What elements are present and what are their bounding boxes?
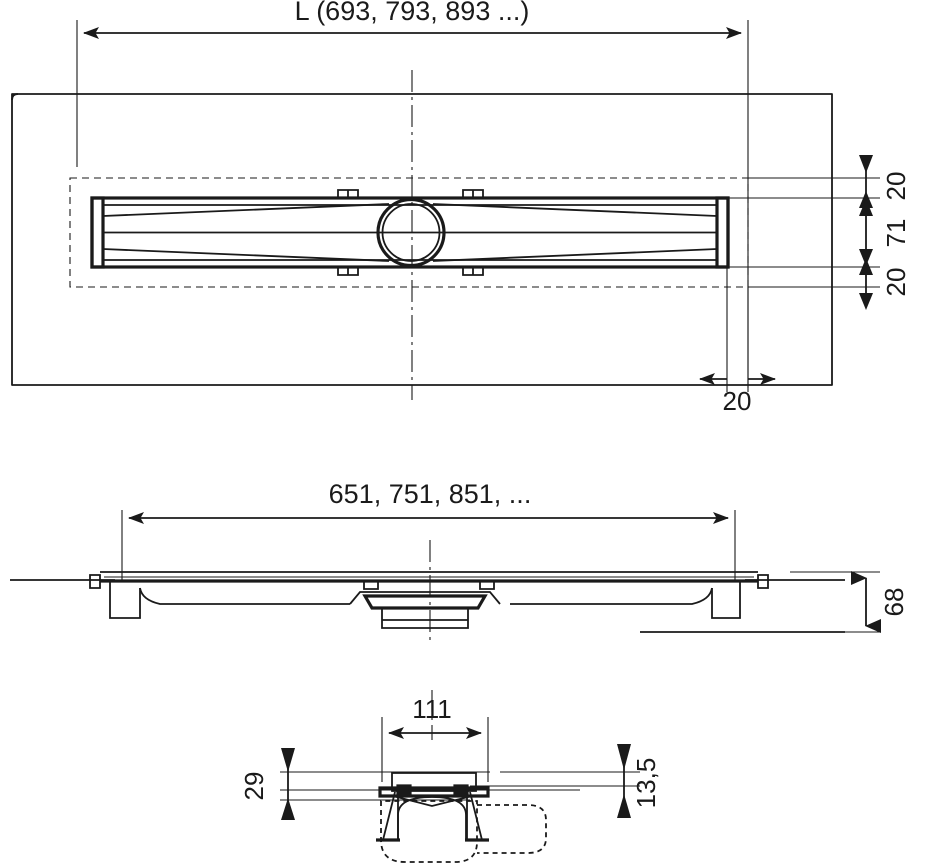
dim-label-end-offset: 20 [723,386,752,416]
sump-outlet-body [381,608,469,629]
hidden-outlet-spigot [477,804,547,854]
arrow-71-upper [859,199,873,216]
section-frame-bar [378,786,490,798]
arrow-29-top [281,748,295,772]
dim-label-13-5: 13,5 [631,758,661,809]
dim-overall-length: L (693, 793, 893 ...) [76,0,749,388]
dim-end-offset: 20 [699,267,776,416]
section-body [376,772,490,842]
channel-end-cap-right [715,196,730,269]
leg-right-outline [711,581,741,619]
arrow-135-top [617,744,631,770]
slope-line-upper-left [102,203,390,217]
dim-section-width: 111 [381,694,489,782]
dim-label-body-length: 651, 751, 851, ... [329,479,532,509]
section-inner-vee [392,795,473,807]
elev-clip-left [363,581,379,590]
outlet-ring-outer [376,197,446,268]
dim-label-overall-length: L (693, 793, 893 ...) [295,0,530,26]
dim-body-length: 651, 751, 851, ... [121,479,736,582]
section-leg-right [466,791,484,841]
outlet-ring-inner [381,203,441,262]
channel-end-cap-left [90,196,105,269]
grate-assembly [89,571,769,589]
arrow-20top-upper [859,155,873,173]
section-hidden-trap-outline [380,800,547,863]
arrow-135-bottom [617,794,631,818]
section-leg-left [381,791,399,841]
dim-label-20-bottom: 20 [881,268,911,297]
dim-label-71: 71 [881,219,911,248]
slope-line-lower-left [102,248,390,262]
floor-outline [11,93,833,386]
leg-left-outline [109,581,141,619]
hidden-trap-body [380,800,478,863]
plan-view: L (693, 793, 893 ...) [11,0,911,416]
dim-label-20-top: 20 [881,172,911,201]
mounting-clips-top [337,189,484,198]
dim-29: 29 [239,748,295,820]
flange-right [757,574,769,589]
slope-line-lower-right [432,248,718,262]
trough-left-slope [139,587,350,605]
elev-clip-right [479,581,495,590]
arrow-20bot-lower [859,293,873,310]
flange-left [89,574,101,589]
floor-corner-tl [11,93,19,101]
arrow-20bot-upper [859,258,873,275]
section-clip-left [396,784,412,795]
section-trap-arch [397,796,467,840]
section-view: 111 [239,690,661,863]
arrow-29-bottom [281,798,295,820]
dim-plan-vertical-group: 20 71 20 [728,155,911,310]
dim-label-68: 68 [879,588,909,617]
slope-line-upper-right [432,203,718,217]
sump-flange [362,594,488,610]
section-clip-right [453,784,469,795]
elevation-view: 651, 751, 851, ... [10,479,909,645]
install-outline-dashed [69,177,749,288]
drain-channel-body [90,189,730,276]
trough-right-slope [510,587,713,605]
dim-body-height: 68 [790,571,909,633]
channel-body-profile [109,581,741,629]
section-grate-box [391,772,477,792]
mounting-clips-bottom [337,267,484,276]
dim-label-29: 29 [239,772,269,801]
sump-upper-profile [349,591,501,605]
dim-13-5: 13,5 [617,744,661,818]
